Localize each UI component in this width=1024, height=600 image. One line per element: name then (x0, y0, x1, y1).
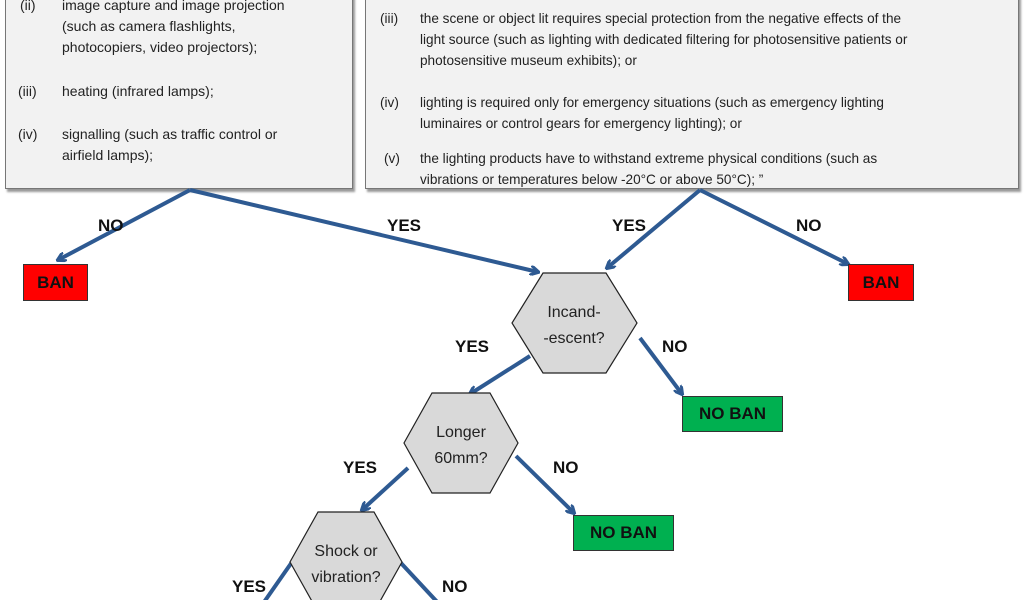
item-text: heating (infrared lamps); (62, 83, 214, 99)
label-yes: YES (455, 337, 489, 356)
arrow-right-yes (607, 188, 702, 268)
item-text: the lighting products have to withstand … (420, 151, 878, 166)
decision-text: 60mm? (434, 450, 487, 467)
decision-text: -escent? (543, 330, 604, 347)
arrow-incand-no (638, 336, 682, 394)
decision-shock-vibration (289, 511, 403, 600)
item-text: airfield lamps); (62, 147, 154, 163)
outcome-ban: BAN (848, 264, 914, 301)
label-no: NO (796, 216, 822, 235)
arrow-left-yes (189, 188, 538, 272)
item-number: (v) (384, 151, 400, 166)
arrow-right-no (699, 188, 848, 264)
item-text: the scene or object lit requires special… (420, 11, 902, 26)
decision-text: Longer (436, 424, 486, 441)
item-text: lighting is required only for emergency … (420, 95, 884, 110)
item-number: (iv) (18, 126, 38, 142)
item-text: signalling (such as traffic control or (62, 126, 278, 142)
decision-longer-60mm (403, 392, 519, 494)
decision-text: Shock or (314, 543, 378, 560)
label-no: NO (553, 458, 579, 477)
item-text: (such as camera flashlights, (62, 18, 236, 34)
arrow-incand-yes (470, 354, 532, 394)
arrow-longer-no (514, 454, 574, 513)
item-text: luminaires or control gears for emergenc… (420, 116, 742, 131)
outcome-no-ban: NO BAN (573, 515, 674, 551)
item-text: light source (such as lighting with dedi… (420, 32, 908, 47)
item-number: (iii) (18, 83, 37, 99)
item-number: (ii) (20, 0, 36, 13)
label-yes: YES (232, 577, 266, 596)
outcome-ban: BAN (23, 264, 88, 301)
arrow-shock-yes (263, 560, 294, 600)
outcome-no-ban: NO BAN (682, 396, 783, 432)
item-number: (iii) (380, 11, 399, 26)
label-no: NO (442, 577, 468, 596)
left-criteria-box: (ii) image capture and image projection … (5, 0, 353, 189)
decision-text: vibration? (311, 569, 380, 586)
decision-text: Incand- (547, 304, 600, 321)
arrow-shock-no (398, 560, 439, 600)
label-yes: YES (387, 216, 421, 235)
right-criteria-box: (iii) the scene or object lit requires s… (365, 0, 1019, 189)
item-text: photocopiers, video projectors); (62, 39, 258, 55)
label-yes: YES (343, 458, 377, 477)
arrow-longer-yes (362, 466, 410, 510)
label-yes: YES (612, 216, 646, 235)
arrow-left-no (58, 188, 191, 260)
label-no: NO (662, 337, 688, 356)
item-text: image capture and image projection (62, 0, 285, 13)
item-text: photosensitive museum exhibits); or (420, 53, 637, 68)
label-no: NO (98, 216, 124, 235)
item-text: vibrations or temperatures below -20°C o… (420, 172, 764, 187)
item-number: (iv) (380, 95, 399, 110)
decision-incandescent (511, 272, 638, 374)
